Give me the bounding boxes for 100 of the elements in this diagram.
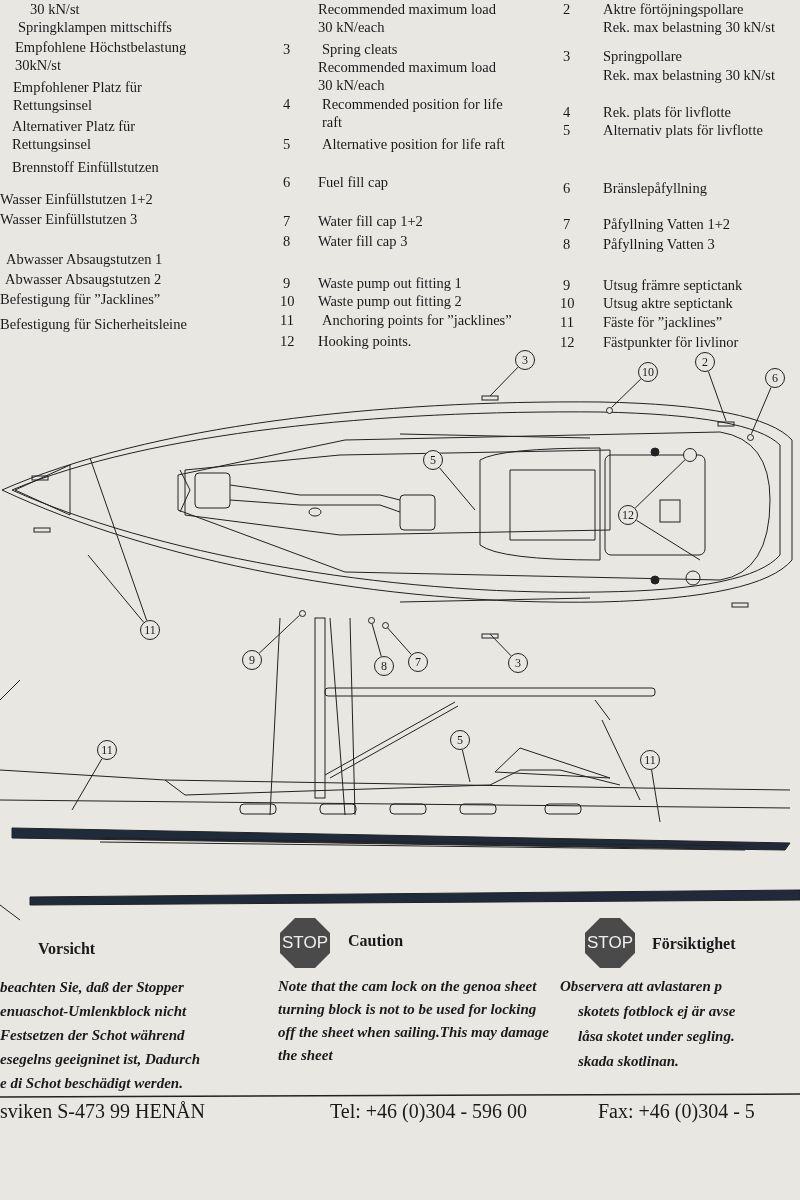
callout-number: 12 bbox=[618, 505, 638, 525]
item-number: 5 bbox=[563, 121, 571, 139]
callout-number: 3 bbox=[515, 350, 535, 370]
fitting-circle bbox=[746, 433, 754, 441]
leader-line bbox=[371, 622, 382, 657]
callout-number: 10 bbox=[638, 362, 658, 382]
legend-text: Bränslepåfyllning bbox=[603, 179, 707, 197]
warning-text: låsa skotet under segling. bbox=[578, 1027, 735, 1046]
item-number: 4 bbox=[563, 103, 571, 121]
leader-line bbox=[461, 749, 471, 783]
legend-text: Waste pump out fitting 1 bbox=[318, 274, 462, 292]
legend-text: Brennstoff Einfüllstutzen bbox=[12, 158, 159, 176]
leader-line bbox=[489, 633, 512, 657]
legend-text: Fästpunkter för livlinor bbox=[603, 333, 739, 351]
legend-text: Rek. max belastning 30 kN/st bbox=[603, 66, 775, 84]
warning-text: e di Schot beschädigt werden. bbox=[0, 1074, 183, 1093]
fitting-circle bbox=[298, 609, 306, 617]
leader-line bbox=[386, 627, 412, 656]
item-number: 8 bbox=[563, 235, 571, 253]
legend-text: Hooking points. bbox=[318, 332, 412, 350]
legend-text: Aktre förtöjningspollare bbox=[603, 0, 744, 18]
warning-text: skada skotlinan. bbox=[578, 1052, 679, 1071]
leader-line bbox=[438, 467, 476, 511]
item-number: 10 bbox=[280, 292, 295, 310]
legend-text: Utsug aktre septictank bbox=[603, 294, 733, 312]
warning-heading: Försiktighet bbox=[652, 935, 736, 953]
callout-number: 6 bbox=[765, 368, 785, 388]
legend-text: Befestigung für ”Jacklines” bbox=[0, 290, 161, 308]
callout-number: 5 bbox=[450, 730, 470, 750]
fitting-circle bbox=[367, 616, 375, 624]
legend-text: Fuel fill cap bbox=[318, 173, 389, 191]
legend-text: Abwasser Absaugstutzen 1 bbox=[6, 250, 163, 268]
legend-text: Anchoring points for ”jacklines” bbox=[322, 311, 512, 329]
item-number: 11 bbox=[560, 313, 574, 331]
legend-text: Springklampen mittschiffs bbox=[18, 18, 172, 36]
callout-number: 11 bbox=[140, 620, 160, 640]
warning-heading: Vorsicht bbox=[38, 940, 96, 958]
leader-line bbox=[636, 519, 701, 561]
legend-text: Alternativer Platz für Rettungsinsel bbox=[12, 117, 137, 153]
callout-number: 7 bbox=[408, 652, 428, 672]
item-number: 2 bbox=[563, 0, 571, 18]
warning-text: Note that the cam lock on the genoa sheet turning block is not to be used for locking off the sheet when sailing.This may damage the sheet bbox=[278, 977, 550, 1065]
legend-text: Påfyllning Vatten 1+2 bbox=[603, 215, 731, 233]
legend-text: Utsug främre septictank bbox=[603, 276, 743, 294]
leader-line bbox=[634, 459, 686, 509]
legend-text: Fäste för ”jacklines” bbox=[603, 313, 723, 331]
legend-text: Empfohlener Platz für Rettungsinsel bbox=[13, 78, 143, 114]
warning-text: esegelns geeigninet ist, Dadurch bbox=[0, 1050, 200, 1069]
legend-text: Rek. plats för livflotte bbox=[603, 103, 732, 121]
item-number: 3 bbox=[563, 47, 571, 65]
legend-text: Waste pump out fitting 2 bbox=[318, 292, 462, 310]
callout-number: 5 bbox=[423, 450, 443, 470]
item-number: 8 bbox=[283, 232, 291, 250]
item-number: 9 bbox=[563, 276, 571, 294]
legend-text: Recommended position for life raft bbox=[322, 95, 504, 131]
legend-text: Påfyllning Vatten 3 bbox=[603, 235, 715, 253]
leader-line bbox=[707, 370, 727, 422]
legend-text: Alternative position for life raft bbox=[322, 135, 505, 153]
leader-line bbox=[489, 366, 519, 397]
callout-number: 3 bbox=[508, 653, 528, 673]
fitting-circle bbox=[381, 621, 389, 629]
callout-number: 9 bbox=[242, 650, 262, 670]
stop-sign: STOP bbox=[280, 918, 330, 968]
legend-text: Water fill cap 1+2 bbox=[318, 212, 423, 230]
leader-line bbox=[87, 554, 145, 623]
footer-text: sviken S-473 99 HENÅN bbox=[0, 1102, 205, 1120]
warning-text: beachten Sie, daß der Stopper bbox=[0, 978, 184, 997]
stop-sign: STOP bbox=[585, 918, 635, 968]
item-number: 5 bbox=[283, 135, 291, 153]
legend-text: Recommended maximum load 30 kN/each bbox=[318, 0, 497, 36]
item-number: 7 bbox=[563, 215, 571, 233]
leader-line bbox=[611, 378, 642, 409]
legend-text: Rek. max belastning 30 kN/st bbox=[603, 18, 775, 36]
legend-text: Befestigung für Sicherheitsleine bbox=[0, 315, 187, 333]
item-number: 10 bbox=[560, 294, 575, 312]
item-number: 9 bbox=[283, 274, 291, 292]
legend-text: Springpollare bbox=[603, 47, 682, 65]
item-number: 11 bbox=[280, 311, 294, 329]
callout-number: 11 bbox=[97, 740, 117, 760]
legend-text: Abwasser Absaugstutzen 2 bbox=[5, 270, 162, 288]
legend-text: Wasser Einfüllstutzen 1+2 bbox=[0, 190, 153, 208]
legend-text: Spring cleats bbox=[322, 40, 398, 58]
callout-number: 2 bbox=[695, 352, 715, 372]
item-number: 3 bbox=[283, 40, 291, 58]
callout-number: 8 bbox=[374, 656, 394, 676]
item-number: 12 bbox=[560, 333, 575, 351]
callout-number: 11 bbox=[640, 750, 660, 770]
warning-heading: Caution bbox=[348, 932, 404, 950]
item-number: 6 bbox=[563, 179, 571, 197]
fitting-circle bbox=[605, 406, 613, 414]
legend-text: Wasser Einfüllstutzen 3 bbox=[0, 210, 138, 228]
item-number: 4 bbox=[283, 95, 291, 113]
legend-text: Empfohlene Höchstbelastung 30kN/st bbox=[15, 38, 188, 74]
leader-line bbox=[89, 457, 148, 622]
warning-text: Festsetzen der Schot während bbox=[0, 1026, 185, 1045]
warning-text: skotets fotblock ej är avse bbox=[578, 1002, 736, 1021]
item-number: 12 bbox=[280, 332, 295, 350]
warning-text: Observera att avlastaren p bbox=[560, 977, 723, 996]
legend-text: Water fill cap 3 bbox=[318, 232, 408, 250]
warning-text: enuaschot-Umlenkblock nicht bbox=[0, 1002, 187, 1021]
